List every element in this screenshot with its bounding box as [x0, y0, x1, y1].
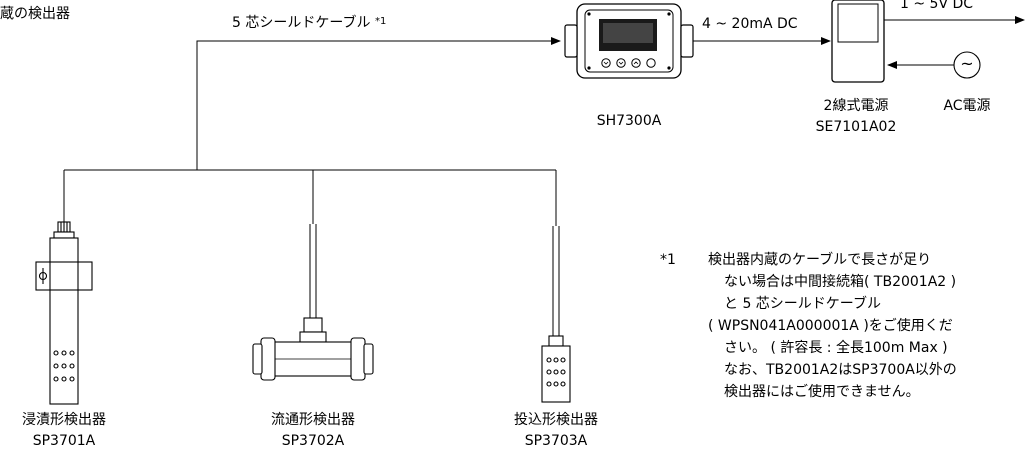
- sensor-3-name: 投込形検出器: [514, 412, 598, 428]
- footnote-line: と 5 芯シールドケーブル: [724, 296, 881, 312]
- power-supply-device: [831, 0, 885, 83]
- ac-source-symbol-text: ~: [960, 54, 974, 73]
- power-supply-model: SE7101A02: [815, 119, 897, 135]
- ac-source-label: AC電源: [943, 98, 991, 114]
- sensor-flow-drawing: [252, 224, 374, 381]
- footnote-line: さい。 ( 許容長 : 全長100m Max ): [724, 340, 948, 356]
- footnote-line: 検出器内蔵のケーブルで長さが足り: [708, 252, 932, 268]
- footnote-line: ない場合は中間接続箱( TB2001A2 ): [724, 274, 957, 290]
- converter-key-3: [631, 58, 641, 68]
- sensor-3-model: SP3703A: [524, 433, 588, 449]
- converter-key-1: [601, 58, 611, 68]
- converter-model-label: SH7300A: [596, 113, 662, 129]
- footnote-line: ( WPSN041A000001A )をご使用くだ: [708, 318, 953, 334]
- cable-main-line: [196, 37, 561, 170]
- converter-device: [564, 3, 694, 79]
- footnote-body: 検出器内蔵のケーブルで長さが足り ない場合は中間接続箱( TB2001A2 ) …: [708, 249, 957, 403]
- converter-left-connector: [564, 24, 578, 58]
- sensor-2-name: 流通形検出器: [271, 412, 355, 428]
- cable-wiring: [63, 37, 561, 226]
- footnote: *1 検出器内蔵のケーブルで長さが足り ない場合は中間接続箱( TB2001A2…: [660, 249, 957, 403]
- sensor-1-model: SP3701A: [32, 433, 96, 449]
- footnote-line: なお、TB2001A2はSP3700A以外の: [724, 362, 957, 378]
- converter-key-4: [646, 58, 656, 68]
- sensor-2-model: SP3702A: [281, 433, 345, 449]
- power-supply-window: [837, 3, 879, 43]
- sensor-1-name: 浸漬形検出器: [22, 412, 106, 428]
- sensor-drop-in-drawing: [541, 226, 571, 403]
- footnote-mark: *1: [660, 252, 676, 268]
- top-left-label: 蔵の検出器: [0, 6, 70, 22]
- converter-key-2: [616, 58, 626, 68]
- footnote-line: 検出器にはご使用できません。: [724, 384, 920, 400]
- signal-final-label: 1 ~ 5V DC: [900, 0, 974, 12]
- cable-note-mark: *1: [374, 16, 387, 27]
- power-supply-name: 2線式電源: [823, 98, 889, 114]
- converter-right-connector: [680, 24, 694, 58]
- sensor-immersion-drawing: [35, 221, 93, 405]
- signal-out-label: 4 ~ 20mA DC: [702, 16, 798, 32]
- cable-label-text: 5 芯シールドケーブル: [232, 15, 371, 31]
- cable-label: 5 芯シールドケーブル *1: [232, 15, 386, 32]
